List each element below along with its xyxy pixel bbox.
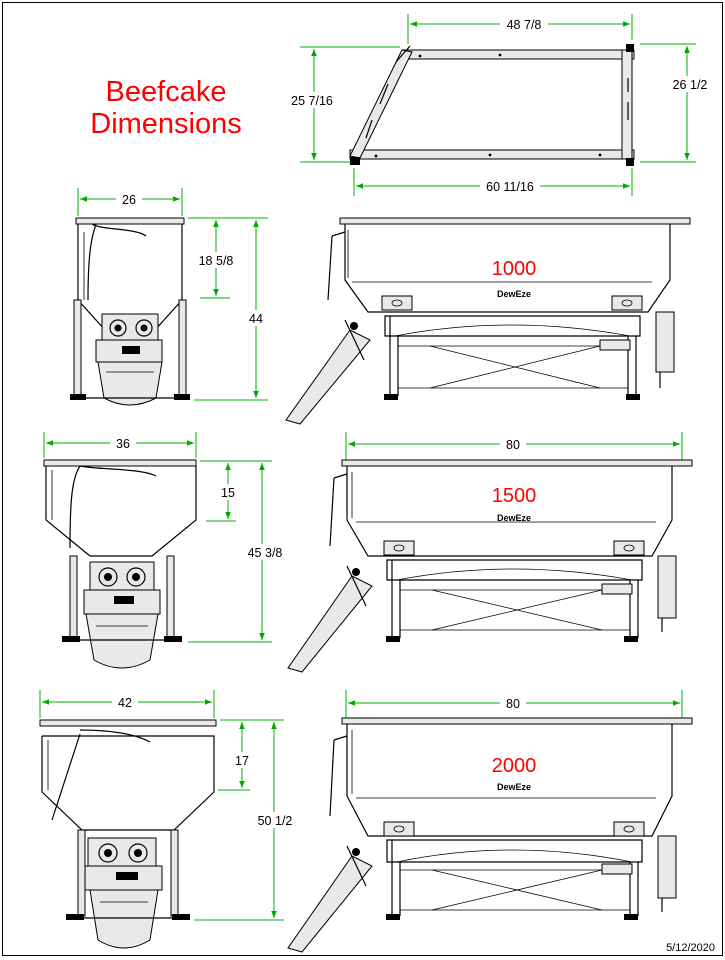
frame-top-rail [401, 49, 635, 60]
unit-1500-length: 80 [506, 438, 520, 452]
unit-2000-model: 2000 [492, 755, 537, 777]
frame-top-view [349, 44, 635, 166]
unit-1000-height: 44 [249, 312, 263, 326]
unit-1000-width: 26 [122, 193, 136, 207]
unit-1500-height: 45 3/8 [248, 546, 283, 560]
unit-2000-brand: DewEze [497, 782, 531, 792]
drawing-title: Beefcake Dimensions [66, 76, 266, 140]
unit-1500-side-view: 80 [287, 432, 693, 673]
frame-dim-right: 26 1/2 [673, 78, 708, 92]
frame-dim-top: 48 7/8 [507, 18, 542, 32]
unit-1000-side-view: 1000 DewEze [285, 217, 691, 425]
unit-1000-upper: 18 5/8 [199, 254, 234, 268]
unit-1500-width: 36 [116, 437, 130, 451]
unit-1000-front-dimensions: 26 18 5/8 44 [77, 188, 270, 401]
frame-dim-left: 25 7/16 [291, 94, 333, 108]
unit-2000-width: 42 [118, 696, 132, 710]
unit-2000-upper: 17 [235, 754, 249, 768]
unit-2000-side-view: 80 [287, 690, 693, 953]
title-line-1: Beefcake [105, 76, 227, 108]
unit-1000-model: 1000 [492, 258, 537, 280]
drawing-date: 5/12/2020 [666, 942, 715, 954]
unit-2000-front-dimensions: 42 17 50 1/2 [39, 690, 300, 921]
unit-1500-model: 1500 [492, 485, 537, 507]
frame-dim-bottom: 60 11/16 [486, 180, 534, 194]
title-line-2: Dimensions [90, 108, 242, 140]
unit-1000-front-view [70, 217, 190, 406]
unit-2000-front-view [39, 719, 217, 949]
frame-right-post [621, 49, 633, 160]
unit-1500-front-dimensions: 36 15 45 3/8 [43, 432, 290, 643]
frame-bottom-rail [349, 149, 635, 160]
unit-1000-brand: DewEze [497, 289, 531, 299]
frame-dimensions: 48 7/8 25 7/16 26 1/2 60 11/16 [280, 14, 712, 196]
frame-slant-bar [349, 49, 413, 159]
unit-2000-height: 50 1/2 [258, 814, 293, 828]
unit-1500-brand: DewEze [497, 513, 531, 523]
unit-1500-front-view [43, 459, 197, 669]
unit-1500-upper: 15 [221, 486, 235, 500]
unit-2000-length: 80 [506, 697, 520, 711]
